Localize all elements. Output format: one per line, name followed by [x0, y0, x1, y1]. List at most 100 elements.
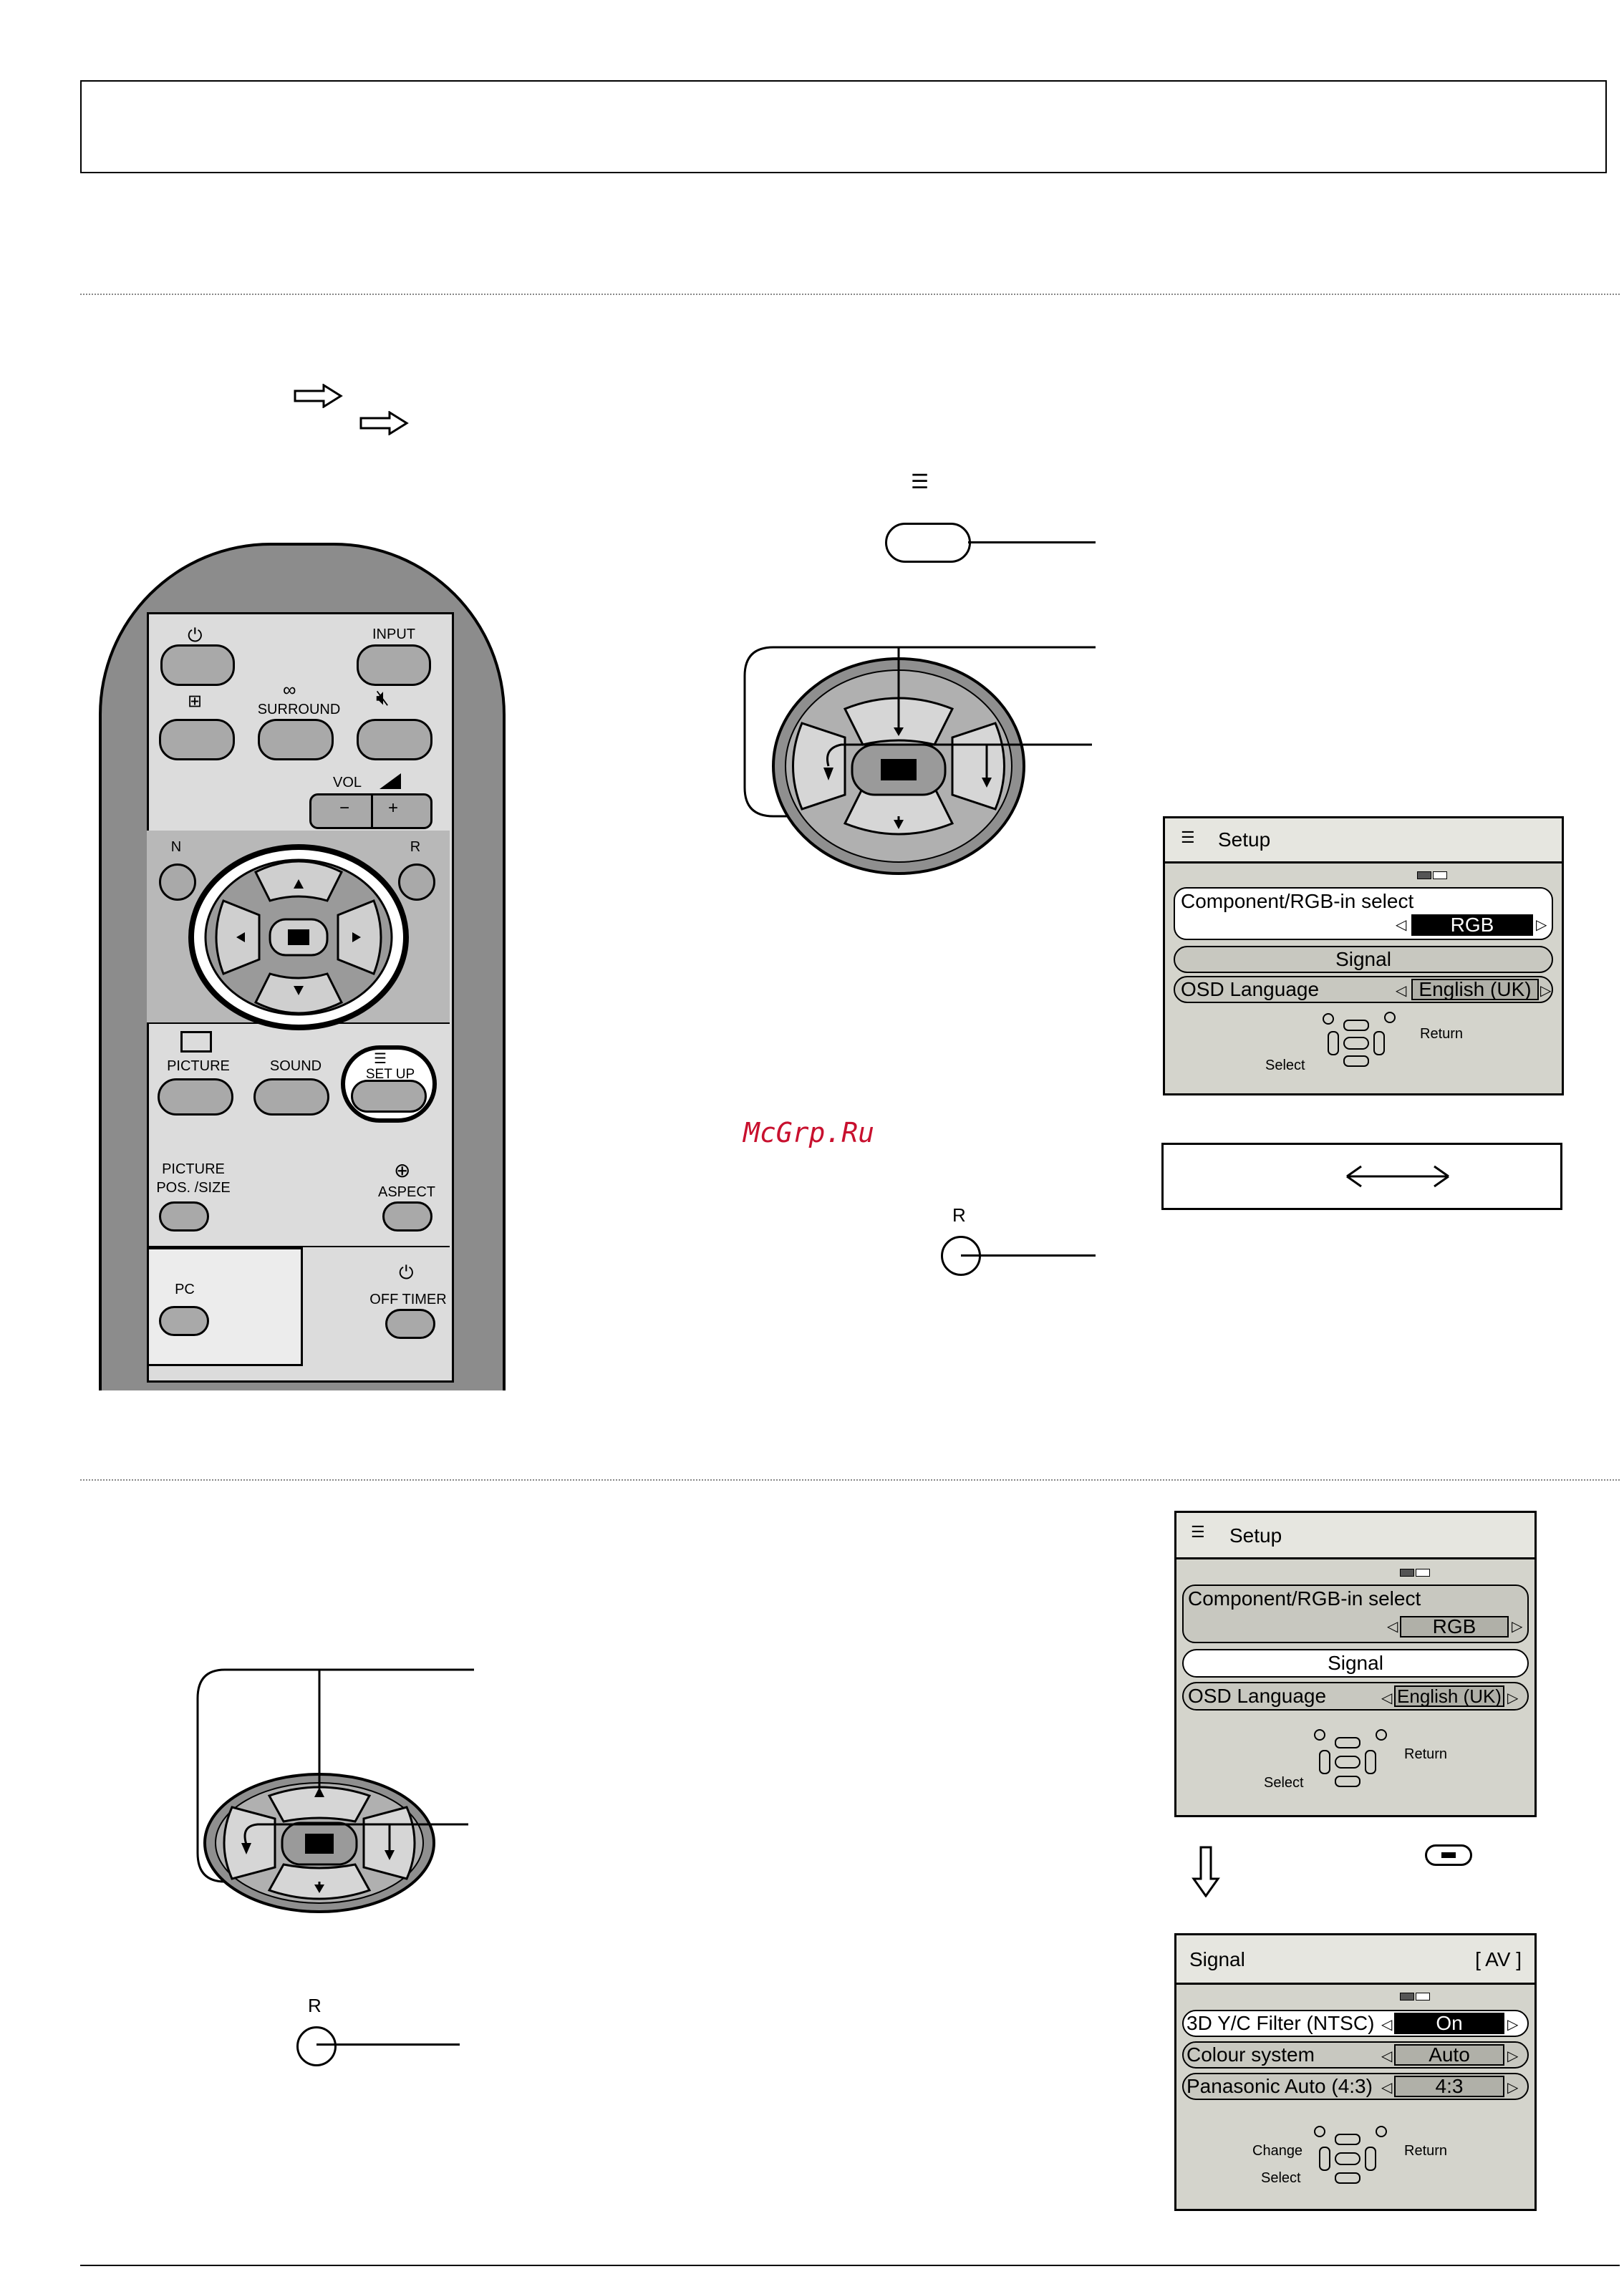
osd-row-language[interactable]: OSD Language ◁ English (UK) ▷ [1182, 1682, 1529, 1711]
power-button[interactable] [160, 644, 235, 686]
osd-row-signal[interactable]: Signal [1182, 1649, 1529, 1678]
arrow-right-icon [359, 411, 409, 435]
osd-row-label: 3D Y/C Filter (NTSC) [1186, 2012, 1375, 2034]
osd-row-label: Component/RGB-in select [1188, 1587, 1421, 1610]
return-button[interactable] [398, 863, 435, 901]
right-arrow-icon: ▷ [1512, 1619, 1523, 1635]
return-label: Return [1420, 1026, 1464, 1042]
n-label: N [170, 839, 182, 855]
arrow-right-icon [294, 384, 343, 408]
picture-pos-button[interactable] [159, 1201, 209, 1232]
vol-label: VOL [332, 775, 362, 790]
osd-row-label: OSD Language [1188, 1685, 1327, 1707]
osd-title: Signal [1189, 1948, 1245, 1970]
multi-window-icon: ⊞ [188, 692, 203, 711]
left-arrow-icon: ◁ [1381, 2048, 1393, 2064]
dpad-illustration-2 [196, 1668, 474, 1913]
aspect-button[interactable] [382, 1201, 432, 1232]
setup-menu-screen-2: ☰ Setup Component/RGB-in select ◁ RGB ▷ … [1174, 1511, 1537, 1817]
pc-button[interactable] [159, 1306, 209, 1336]
navigation-keys-icon [1314, 2126, 1387, 2184]
osd-row-component[interactable]: Component/RGB-in select ◁ RGB ▷ [1182, 1585, 1529, 1643]
osd-row-colour-system[interactable]: Colour system ◁ Auto ▷ [1182, 2041, 1529, 2069]
mute-button[interactable] [357, 719, 432, 760]
aspect-label: ASPECT [377, 1184, 436, 1200]
left-arrow-icon: ◁ [1396, 917, 1407, 933]
osd-row-component[interactable]: Component/RGB-in select ◁ RGB ▷ [1174, 887, 1553, 940]
off-timer-label: OFF TIMER [369, 1292, 447, 1307]
osd-row-label: OSD Language [1181, 978, 1320, 1000]
select-label: Select [1265, 1058, 1305, 1073]
right-arrow-icon: ▷ [1536, 917, 1547, 933]
change-label: Change [1252, 2143, 1303, 2159]
return-label: Return [1404, 1746, 1448, 1762]
navigation-keys-icon [1323, 1012, 1396, 1067]
r-label: R [410, 839, 421, 855]
pc-label: PC [175, 1282, 195, 1297]
osd-mode: [ AV ] [1475, 1948, 1522, 1970]
vol-plus[interactable]: + [387, 798, 398, 818]
dpad-illustration-1 [743, 646, 1096, 875]
right-arrow-icon: ▷ [1507, 2048, 1519, 2064]
osd-row-language[interactable]: OSD Language ◁ English (UK) ▷ [1174, 976, 1553, 1003]
remote-dpad[interactable] [188, 843, 410, 1031]
vol-minus[interactable]: − [339, 798, 349, 818]
header-box [80, 80, 1607, 173]
osd-row-value: 4:3 [1394, 2076, 1504, 2097]
section-divider-2 [80, 1479, 1620, 1481]
surround-label: SURROUND [257, 702, 341, 717]
left-arrow-icon: ◁ [1381, 2017, 1393, 2033]
right-arrow-icon: ▷ [1507, 2080, 1519, 2096]
callout-line [961, 1254, 1096, 1257]
setup-button-illustration [885, 523, 971, 563]
right-arrow-icon: ▷ [1507, 1690, 1519, 1706]
multi-window-button[interactable] [159, 719, 235, 760]
r-button-label: R [952, 1204, 966, 1226]
callout-line [968, 541, 1096, 543]
left-arrow-icon: ◁ [1381, 1690, 1393, 1706]
osd-title-bar: ☰ Setup [1165, 818, 1562, 863]
osd-row-3d-yc[interactable]: 3D Y/C Filter (NTSC) ◁ On ▷ [1182, 2010, 1529, 2037]
picture-button[interactable] [158, 1078, 233, 1116]
setup-label: SET UP [365, 1067, 415, 1082]
menu-icon: ☰ [1181, 828, 1195, 846]
surround-button[interactable] [258, 719, 334, 760]
watermark: McGrp.Ru [743, 1117, 875, 1148]
off-timer-button[interactable] [385, 1309, 435, 1339]
aspect-icon: ⊕ [394, 1159, 411, 1181]
setup-menu-icon: ☰ [374, 1051, 387, 1067]
osd-row-label: Signal [1335, 948, 1391, 970]
osd-row-value: English (UK) [1394, 1685, 1504, 1707]
osd-row-label: Colour system [1186, 2043, 1315, 2066]
osd-title: Setup [1218, 828, 1271, 851]
volume-ramp-icon [380, 773, 401, 789]
osd-row-value: Auto [1394, 2044, 1504, 2066]
input-label: INPUT [372, 626, 415, 642]
navigation-keys-icon [1314, 1729, 1387, 1787]
osd-row-signal[interactable]: Signal [1174, 946, 1553, 973]
select-label: Select [1264, 1775, 1304, 1791]
setup-button[interactable] [351, 1080, 427, 1113]
double-arrow-icon [1346, 1165, 1449, 1188]
normalize-button[interactable] [159, 863, 196, 901]
sound-button[interactable] [253, 1078, 329, 1116]
return-label: Return [1404, 2143, 1448, 2159]
sound-label: SOUND [269, 1058, 322, 1074]
osd-row-value: English (UK) [1411, 979, 1539, 1000]
picture-label: PICTURE [167, 1058, 230, 1074]
r-button-label: R [308, 1995, 322, 2016]
info-box [1161, 1143, 1562, 1210]
timer-icon: ⏻ [399, 1262, 414, 1283]
osd-title: Setup [1229, 1524, 1282, 1547]
mute-icon: 🔇︎ [376, 686, 390, 710]
surround-icon: ∞ [283, 679, 296, 700]
left-arrow-icon: ◁ [1387, 1619, 1398, 1635]
osd-row-panasonic-auto[interactable]: Panasonic Auto (4:3) ◁ 4:3 ▷ [1182, 2073, 1529, 2100]
picture-pos-label: PICTURE POS. /SIZE [156, 1161, 231, 1196]
r-button-illustration [296, 2026, 337, 2066]
input-button[interactable] [357, 644, 431, 686]
osd-row-label: Signal [1328, 1652, 1383, 1674]
menu-icon: ☰ [1191, 1523, 1205, 1541]
power-icon: ⏻ [188, 624, 203, 646]
left-arrow-icon: ◁ [1396, 983, 1407, 999]
